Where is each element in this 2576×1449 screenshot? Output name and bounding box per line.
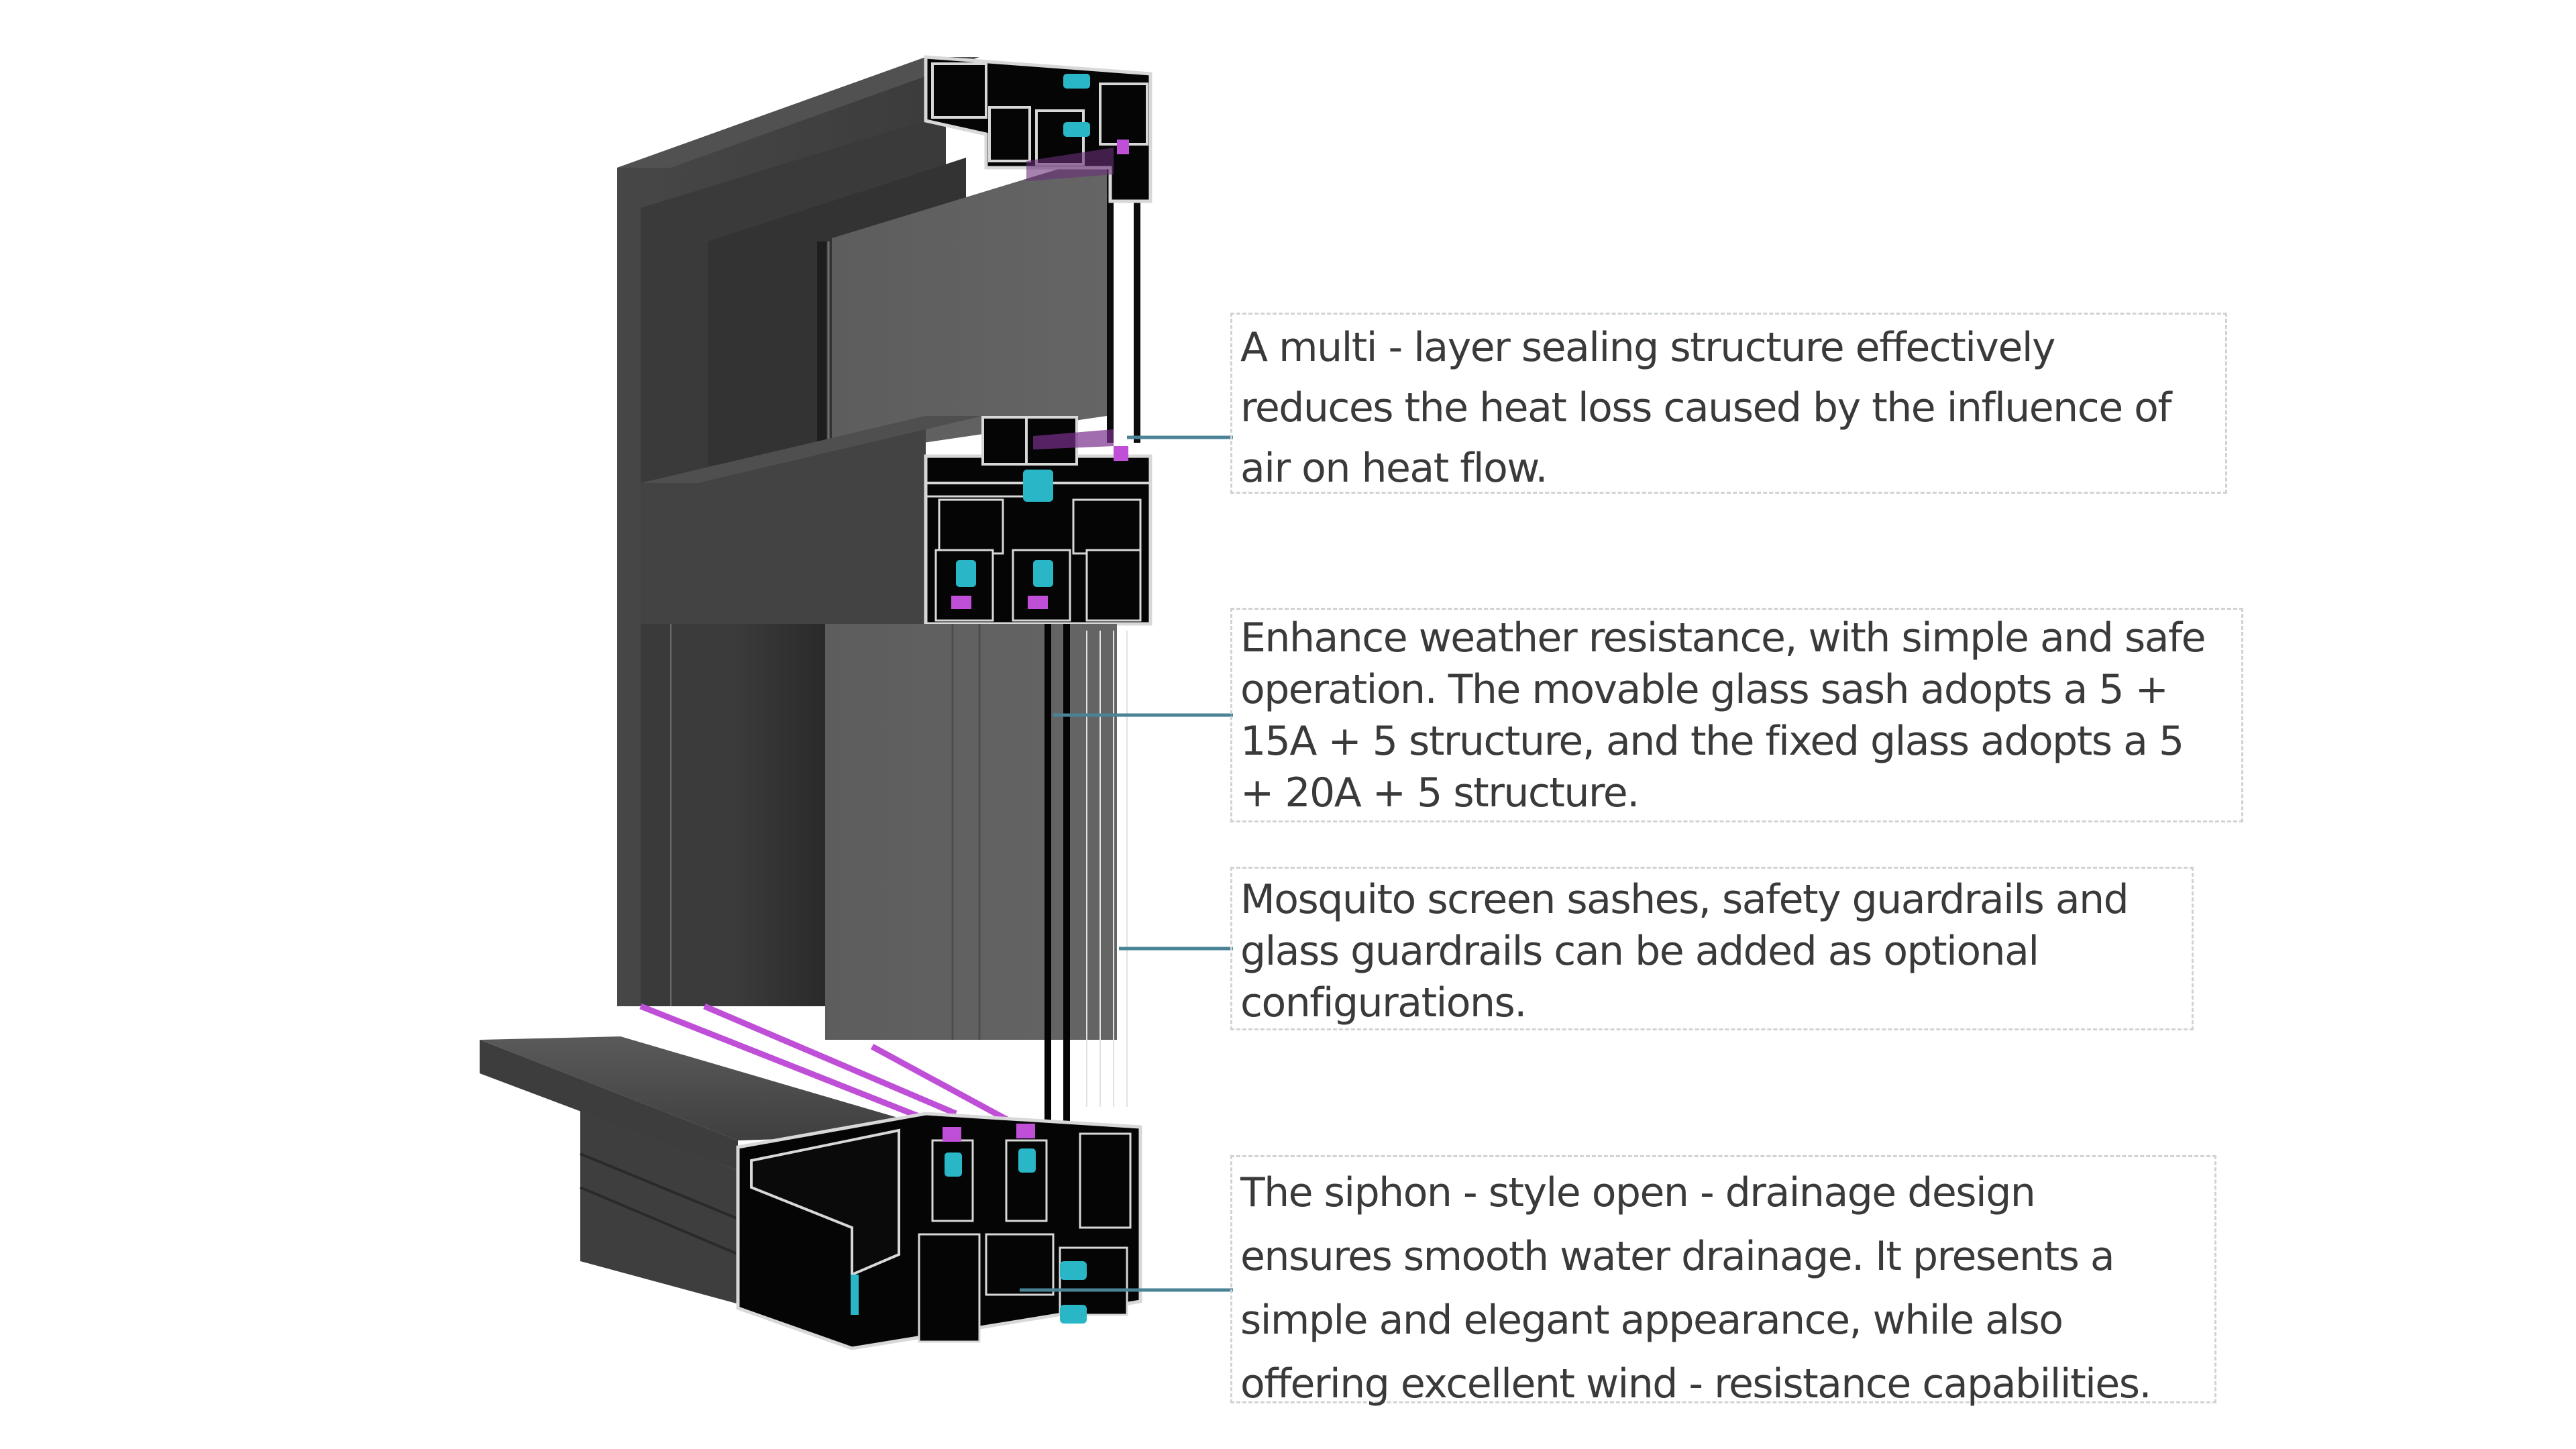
transom-top [641,416,983,483]
callout-glass-structure: Enhance weather resistance, with simple … [1230,608,2243,822]
sill-gasket-left [945,1152,962,1177]
transom-gasket-right [1033,560,1053,587]
lower-glass [825,624,1117,1040]
lower-reveal-inner [671,624,735,1006]
upper-glass [832,154,1107,456]
sill-gasket-right [1018,1148,1036,1173]
transom-profile-section [924,416,1152,626]
head-profile-section [924,55,1152,203]
mosquito-screen [1086,631,1128,1107]
lower-pane [641,624,1128,1140]
head-gasket-bottom [1063,122,1090,137]
transom-gasket-center [1023,470,1053,502]
callout-drainage: The siphon - style open - drainage desig… [1230,1155,2216,1407]
sill-gasket-drainage-top [1060,1261,1087,1280]
lower-reveal-shadow [735,624,825,1006]
sill-gasket-outer [851,1275,859,1315]
transom-seal-left [951,596,971,609]
transom [641,416,983,624]
head-gasket-top [1063,74,1090,89]
leader-lines [1020,435,1233,1292]
transom-seal-right [1028,596,1048,609]
lower-reveal-outer [641,624,671,1006]
callout-sealing: A multi - layer sealing structure effect… [1230,313,2227,494]
transom-seal-top [1114,446,1128,461]
transom-gasket-left [956,560,976,587]
head-face [617,57,979,168]
sill-seal-right [1016,1124,1035,1138]
callout-optional-configurations: Mosquito screen sashes, safety guardrail… [1230,867,2194,1030]
sill-gasket-drainage-bottom [1060,1305,1087,1324]
sill-board-top [480,1036,953,1140]
sill-seal-left [943,1127,961,1142]
upper-fixed-pane [641,114,1140,483]
head-seal [1117,140,1129,154]
sill-board-front [480,1040,738,1171]
sill [480,1003,1142,1350]
